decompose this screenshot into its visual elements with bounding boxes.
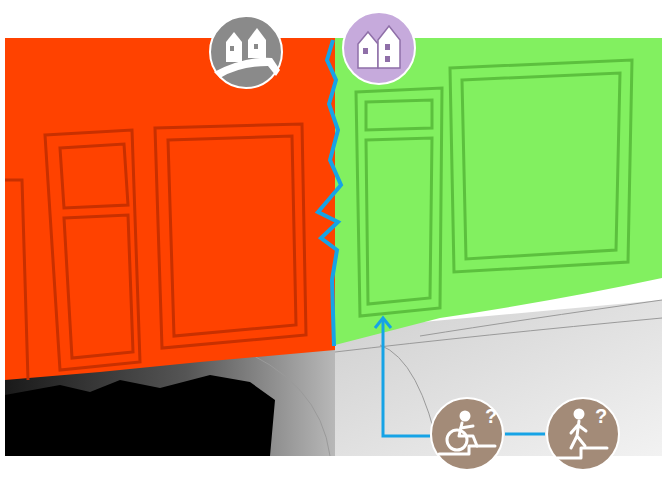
- icon-circle: ?: [429, 396, 505, 472]
- shadow-patch: [5, 375, 275, 456]
- question-mark: ?: [595, 406, 607, 426]
- circle-fill: [547, 398, 619, 470]
- red-facade: [5, 38, 335, 380]
- sloped-houses-icon: [210, 16, 282, 88]
- leader-arrowhead: [375, 318, 391, 328]
- green-panels: [356, 60, 632, 316]
- boundary-line: [318, 40, 341, 346]
- adjoining-houses-icon: [343, 12, 415, 84]
- red-panels: [5, 124, 306, 380]
- question-mark: ?: [485, 406, 497, 426]
- connector-line: [505, 433, 545, 436]
- circle-outline: [545, 396, 621, 472]
- icon-circle: ?: [545, 396, 621, 472]
- leader-line: [383, 320, 430, 436]
- circle-fill: [431, 398, 503, 470]
